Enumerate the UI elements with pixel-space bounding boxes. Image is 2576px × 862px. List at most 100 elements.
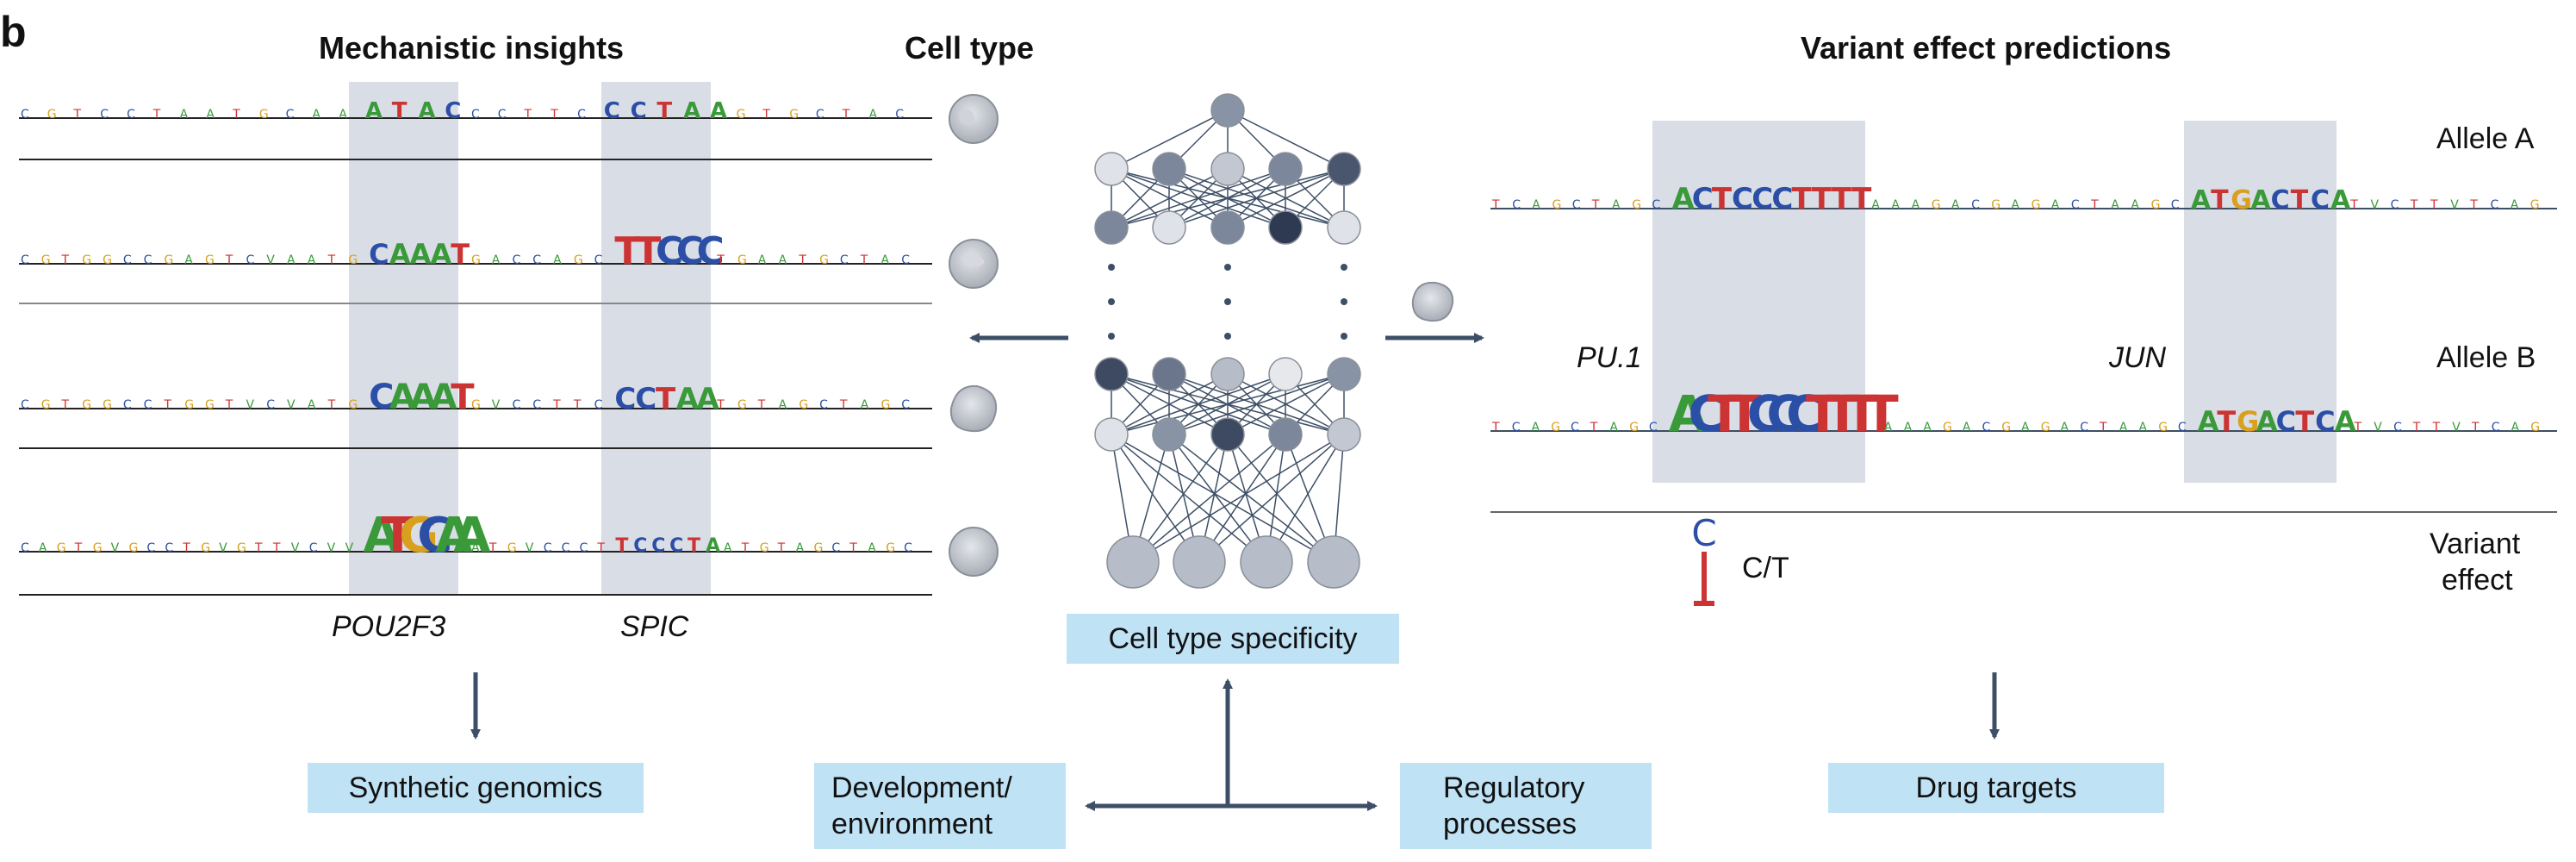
logo-letter: A bbox=[1672, 182, 1696, 216]
logo-letter: G bbox=[886, 541, 895, 555]
logo-letter: A bbox=[683, 98, 700, 124]
logo-letter: A bbox=[710, 98, 727, 124]
logo-letter: V bbox=[219, 541, 227, 555]
cell-icon bbox=[1411, 281, 1454, 322]
logo-letter: G bbox=[737, 108, 746, 122]
ellipsis-dot bbox=[1224, 298, 1231, 305]
logo-letter: T bbox=[1491, 198, 1500, 212]
logo-letter: C bbox=[532, 398, 541, 412]
logo-letter: A bbox=[2138, 421, 2147, 434]
logo-letter: A bbox=[1532, 421, 1540, 434]
logo-letter: G bbox=[1932, 198, 1941, 212]
logo-letter: T bbox=[1826, 384, 1860, 443]
logo-letter: T bbox=[1590, 421, 1598, 434]
logo-letter: A bbox=[39, 541, 47, 555]
variant-effect-glyph: C bbox=[1691, 512, 1717, 606]
logo-letter: T bbox=[2291, 185, 2309, 216]
network-node bbox=[1094, 210, 1129, 245]
logo-letter: A bbox=[861, 398, 869, 412]
logo-letter: T bbox=[757, 398, 766, 412]
logo-letter: V bbox=[246, 398, 255, 412]
logo-letter: T bbox=[550, 108, 558, 122]
logo-letter: C bbox=[604, 98, 620, 124]
logo-letter: A bbox=[2511, 198, 2519, 212]
logo-letter: T bbox=[1812, 182, 1832, 216]
logo-letter: T bbox=[656, 98, 672, 124]
logo-letter: V bbox=[266, 253, 275, 267]
logo-letter: T bbox=[451, 378, 475, 417]
logo-letter: C bbox=[2391, 198, 2399, 212]
logo-letter: A bbox=[2061, 421, 2069, 434]
logo-letter: G bbox=[760, 541, 769, 555]
neural-network-icon bbox=[1094, 93, 1361, 589]
logo-letter: G bbox=[2032, 198, 2041, 212]
logo-letter: G bbox=[2237, 405, 2259, 438]
logo-letter: G bbox=[2530, 198, 2540, 212]
logo-letter: T bbox=[327, 253, 336, 267]
logo-letter: G bbox=[814, 541, 824, 555]
logo-letter: C bbox=[1732, 182, 1753, 216]
logo-letter: G bbox=[399, 508, 439, 564]
logo-letter: C bbox=[246, 253, 255, 267]
logo-letter: A bbox=[1884, 421, 1893, 434]
network-node bbox=[1210, 417, 1245, 452]
logo-letter: G bbox=[2158, 421, 2168, 434]
logo-letter: C bbox=[165, 541, 173, 555]
logo-letter: V bbox=[2371, 198, 2380, 212]
logo-letter: A bbox=[364, 508, 401, 564]
logo-letter: T bbox=[74, 541, 83, 555]
logo-letter: G bbox=[881, 398, 891, 412]
logo-letter: G bbox=[259, 108, 269, 122]
network-node bbox=[1094, 152, 1129, 186]
logo-letter: G bbox=[1991, 198, 2000, 212]
logo-letter: C bbox=[21, 541, 29, 555]
logo-letter: C bbox=[309, 541, 318, 555]
logo-letter: C bbox=[1512, 421, 1521, 434]
logo-letter: C bbox=[1572, 198, 1581, 212]
logo-letter: C bbox=[577, 108, 586, 122]
logo-letter: C bbox=[498, 108, 507, 122]
cell-icon bbox=[1106, 535, 1160, 589]
logo-letter: C bbox=[2271, 185, 2290, 216]
logo-letter: C bbox=[895, 108, 904, 122]
logo-letter: C bbox=[2080, 421, 2088, 434]
logo-letter: A bbox=[2021, 421, 2030, 434]
logo-letter: C bbox=[2276, 405, 2296, 438]
logo-letter: G bbox=[737, 398, 747, 412]
logo-letter: A bbox=[553, 253, 562, 267]
logo-letter: T bbox=[2430, 198, 2438, 212]
logo-letter: T bbox=[596, 541, 605, 555]
logo-letter: G bbox=[103, 398, 112, 412]
logo-letter: G bbox=[41, 253, 51, 267]
logo-letter: G bbox=[471, 253, 481, 267]
substitution-label: C/T bbox=[1742, 552, 1789, 584]
logo-letter: T bbox=[1591, 198, 1600, 212]
logo-letter: T bbox=[573, 398, 582, 412]
logo-letter: C bbox=[2315, 405, 2335, 438]
logo-letter: T bbox=[73, 108, 82, 122]
logo-letter: A bbox=[206, 108, 215, 122]
logo-letter: G bbox=[41, 398, 51, 412]
logo-letter: V bbox=[287, 398, 296, 412]
network-node bbox=[1268, 152, 1303, 186]
cell-icon bbox=[949, 384, 998, 433]
cell-icon bbox=[949, 527, 999, 577]
logo-letter: A bbox=[2511, 421, 2520, 434]
logo-letter: G bbox=[2001, 421, 2011, 434]
logo-letter: C bbox=[2311, 185, 2330, 216]
logo-letter: G bbox=[237, 541, 246, 555]
logo-letter: T bbox=[1806, 384, 1840, 443]
logo-letter: G bbox=[201, 541, 210, 555]
logo-letter: T bbox=[2471, 421, 2480, 434]
logo-letter: C bbox=[2178, 421, 2187, 434]
logo-letter: C bbox=[1747, 384, 1784, 443]
logo-letter: T bbox=[2295, 405, 2314, 438]
network-node bbox=[1268, 417, 1303, 452]
logo-letter: A bbox=[435, 508, 473, 564]
logo-letter: C bbox=[123, 398, 132, 412]
logo-letter: A bbox=[471, 541, 480, 555]
logo-letter: A bbox=[2256, 405, 2278, 438]
logo-letter: T bbox=[524, 108, 532, 122]
logo-letter: T bbox=[1712, 182, 1733, 216]
